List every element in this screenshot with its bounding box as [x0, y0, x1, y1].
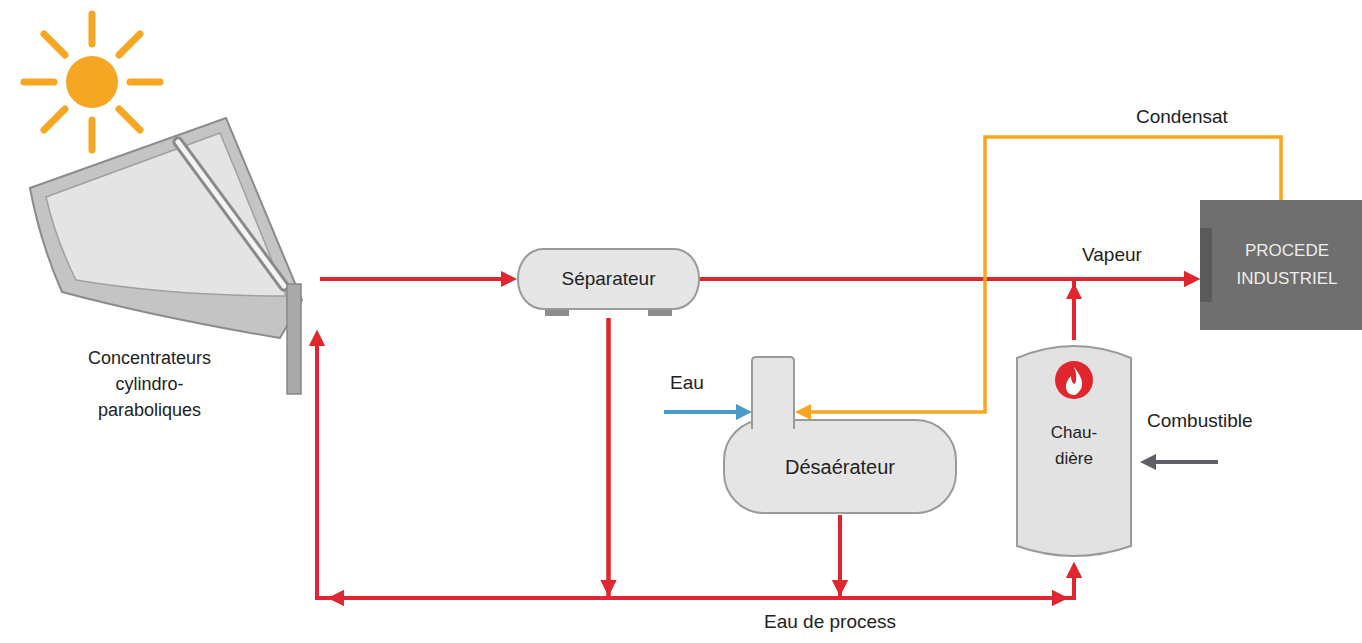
arrow-head: [1052, 590, 1068, 606]
arrow-head: [1066, 283, 1082, 299]
collector-node: Concentrateurs cylindro- paraboliques: [15, 115, 320, 330]
separator-vessel: Séparateur: [517, 248, 700, 310]
process-band: [1200, 228, 1212, 302]
sun: [24, 14, 160, 150]
edge-label: Vapeur: [1080, 244, 1144, 266]
trough-shell: [30, 118, 302, 338]
edge-label: Condensat: [1134, 106, 1230, 128]
sun-rays: [24, 14, 160, 150]
text-holder: Chau- dière: [1015, 420, 1133, 473]
deaerator-dome: [752, 357, 794, 429]
node-label: Séparateur: [561, 268, 655, 290]
flame-badge: [1055, 361, 1093, 399]
text-holder: Séparateur: [519, 250, 698, 308]
arrow-head: [328, 590, 344, 606]
pipe-line: [609, 318, 1075, 598]
arrow-head: [601, 580, 617, 596]
pipe-connector: [320, 271, 517, 287]
pipe-line: [317, 318, 609, 598]
process-box: PROCEDE INDUSTRIEL: [1200, 200, 1362, 330]
node-label: Concentrateurs cylindro- paraboliques: [77, 345, 222, 423]
fuel-inlet-arrow: [1140, 454, 1218, 470]
sun-disc: [66, 56, 118, 108]
node-label: Désaérateur: [785, 456, 895, 479]
arrow-head: [1184, 271, 1200, 287]
deaerator-vessel: Désaérateur: [722, 355, 958, 515]
arrow-head: [328, 590, 344, 606]
deaerator-body: [724, 420, 956, 513]
trough-mirror: [46, 133, 286, 296]
text-holder: PROCEDE INDUSTRIEL: [1212, 200, 1362, 330]
arrow-head: [1066, 562, 1082, 578]
text-holder: Désaérateur: [722, 421, 958, 513]
flame-symbol: [1066, 367, 1082, 395]
water-inlet-arrow: [664, 404, 752, 420]
separator-foot: [545, 310, 569, 316]
arrow-head: [1066, 562, 1082, 578]
receiver-tube-glass: [178, 142, 284, 286]
trough-support: [287, 284, 301, 394]
arrow-head: [601, 580, 617, 596]
pipe-line: [320, 277, 505, 281]
separator-foot: [648, 310, 672, 316]
arrow-head: [832, 580, 848, 596]
pipe-connector: [1066, 271, 1200, 340]
deaerator-outline: [722, 355, 958, 515]
receiver-tube: [178, 142, 284, 286]
arrow-head: [501, 271, 517, 287]
boiler-vessel: Chau- dière: [1015, 340, 1133, 562]
node-label: PROCEDE INDUSTRIEL: [1223, 237, 1351, 293]
arrow-head: [1052, 590, 1068, 606]
arrow-head: [832, 580, 848, 596]
arrow-head: [309, 330, 325, 346]
pipe-connector: [309, 318, 617, 606]
pipe-connector: [601, 318, 1083, 606]
arrow-head: [309, 330, 325, 346]
text-holder: Concentrateurs cylindro- paraboliques: [77, 345, 222, 423]
plain-label: Eau de process: [762, 611, 898, 633]
plain-label: Eau: [668, 372, 706, 394]
plain-label: Combustible: [1145, 410, 1255, 432]
boiler-shell: [1017, 346, 1131, 556]
pipe-line: [1074, 279, 1188, 340]
arrow-head: [795, 404, 811, 420]
node-label: Chau- dière: [1042, 420, 1106, 473]
arrow-head: [1184, 271, 1200, 287]
